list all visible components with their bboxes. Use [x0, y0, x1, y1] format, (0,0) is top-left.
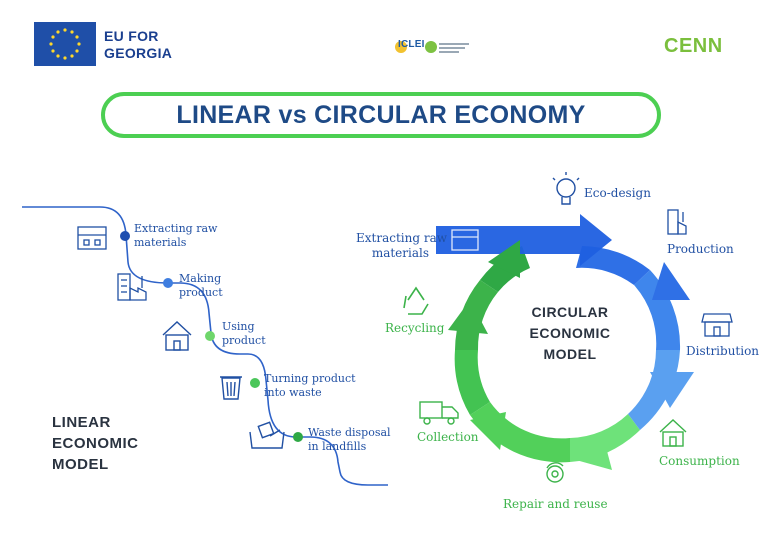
collection-garbage-truck-icon [419, 401, 459, 425]
ring-segment-production [634, 270, 681, 350]
linear-model-line2: ECONOMIC [52, 435, 139, 452]
linear-house-icon [162, 321, 192, 351]
linear-step-4-line1: Turning product [264, 372, 356, 385]
repair-gears-icon [546, 462, 564, 483]
stage-label-eco-design: Eco-design [584, 186, 651, 200]
ring-segment-repair [454, 350, 490, 415]
linear-step-2-line1: Making [179, 272, 222, 285]
linear-step-5-line2: in landfills [308, 440, 367, 453]
recycling-recycle-icon [403, 286, 429, 315]
linear-step-dot-4 [250, 378, 260, 388]
iclei-logo-text: ICLEI [398, 39, 425, 50]
linear-step-3-line1: Using [222, 320, 255, 333]
linear-step-4-line2: into waste [264, 386, 322, 399]
linear-step-label-2: Making product [179, 272, 223, 300]
linear-landfill-icon [249, 421, 285, 449]
linear-step-3-line2: product [222, 334, 266, 347]
linear-step-5-line1: Waste disposal [308, 426, 391, 439]
linear-step-label-5: Waste disposal in landfills [308, 426, 391, 454]
circular-input-label: Extracting raw materials [351, 231, 447, 261]
circular-model-line2: ECONOMIC [529, 325, 611, 341]
circular-raw-materials-icon [451, 229, 479, 251]
eu-flag-logo [34, 22, 96, 66]
production-factory-icon [667, 209, 687, 235]
ring-arrowhead-collection [448, 300, 488, 334]
linear-production-plant-icon [117, 273, 147, 301]
stage-label-repair-and-reuse: Repair and reuse [503, 497, 608, 511]
linear-step-label-3: Using product [222, 320, 266, 348]
linear-step-label-1: Extracting raw materials [134, 222, 217, 250]
title-frame [101, 92, 661, 138]
eu-text-line1: EU FOR [104, 28, 159, 44]
consumption-house-icon [659, 419, 687, 447]
ring-arrowhead-production [652, 262, 690, 300]
linear-flow-line [22, 206, 388, 486]
ring-arrowhead-consumption [576, 432, 612, 470]
page-title: LINEAR vs CIRCULAR ECONOMY [176, 101, 586, 129]
ring-segment-distribution [628, 350, 680, 430]
linear-step-1-line1: Extracting raw [134, 222, 218, 235]
cenn-logo-text: CENN [664, 35, 723, 57]
linear-model-line3: MODEL [52, 456, 109, 473]
input-arrow [436, 214, 612, 266]
eu-for-georgia-logo-text: EU FOR GEORGIA [104, 28, 172, 62]
stage-label-production: Production [667, 242, 734, 256]
circular-input-line1: Extracting raw [355, 231, 447, 245]
ring-segment-eco-design [576, 246, 650, 285]
eu-text-line2: GEORGIA [104, 45, 173, 61]
linear-step-2-line2: product [179, 286, 223, 299]
iclei-logo-mark [395, 41, 469, 53]
circular-model-line3: MODEL [543, 346, 597, 362]
ring-arrowhead-distribution [650, 372, 694, 408]
linear-step-dot-5 [293, 432, 303, 442]
linear-step-dot-2 [163, 278, 173, 288]
distribution-shop-icon [701, 313, 733, 337]
linear-step-1-line2: materials [134, 236, 187, 249]
ring-arrowhead-repair [470, 412, 506, 450]
ring-arrowhead-recycling [488, 240, 520, 278]
stage-label-consumption: Consumption [659, 454, 740, 468]
linear-step-label-4: Turning product into waste [264, 372, 356, 400]
linear-step-dot-1 [120, 231, 130, 241]
circular-model-title: CIRCULAR ECONOMIC MODEL [500, 302, 640, 365]
circular-input-line2: materials [371, 246, 429, 260]
stage-label-collection: Collection [417, 430, 479, 444]
linear-model-title: LINEAR ECONOMIC MODEL [52, 412, 139, 475]
linear-step-dot-3 [205, 331, 215, 341]
stage-label-recycling: Recycling [385, 321, 445, 335]
eco-design-lightbulb-icon [552, 172, 580, 205]
stage-label-distribution: Distribution [686, 344, 760, 358]
circular-model-line1: CIRCULAR [531, 304, 609, 320]
linear-model-line1: LINEAR [52, 414, 111, 431]
linear-trash-bin-icon [220, 376, 242, 400]
eu-stars-icon [49, 28, 81, 60]
linear-factory-icon [77, 226, 107, 250]
